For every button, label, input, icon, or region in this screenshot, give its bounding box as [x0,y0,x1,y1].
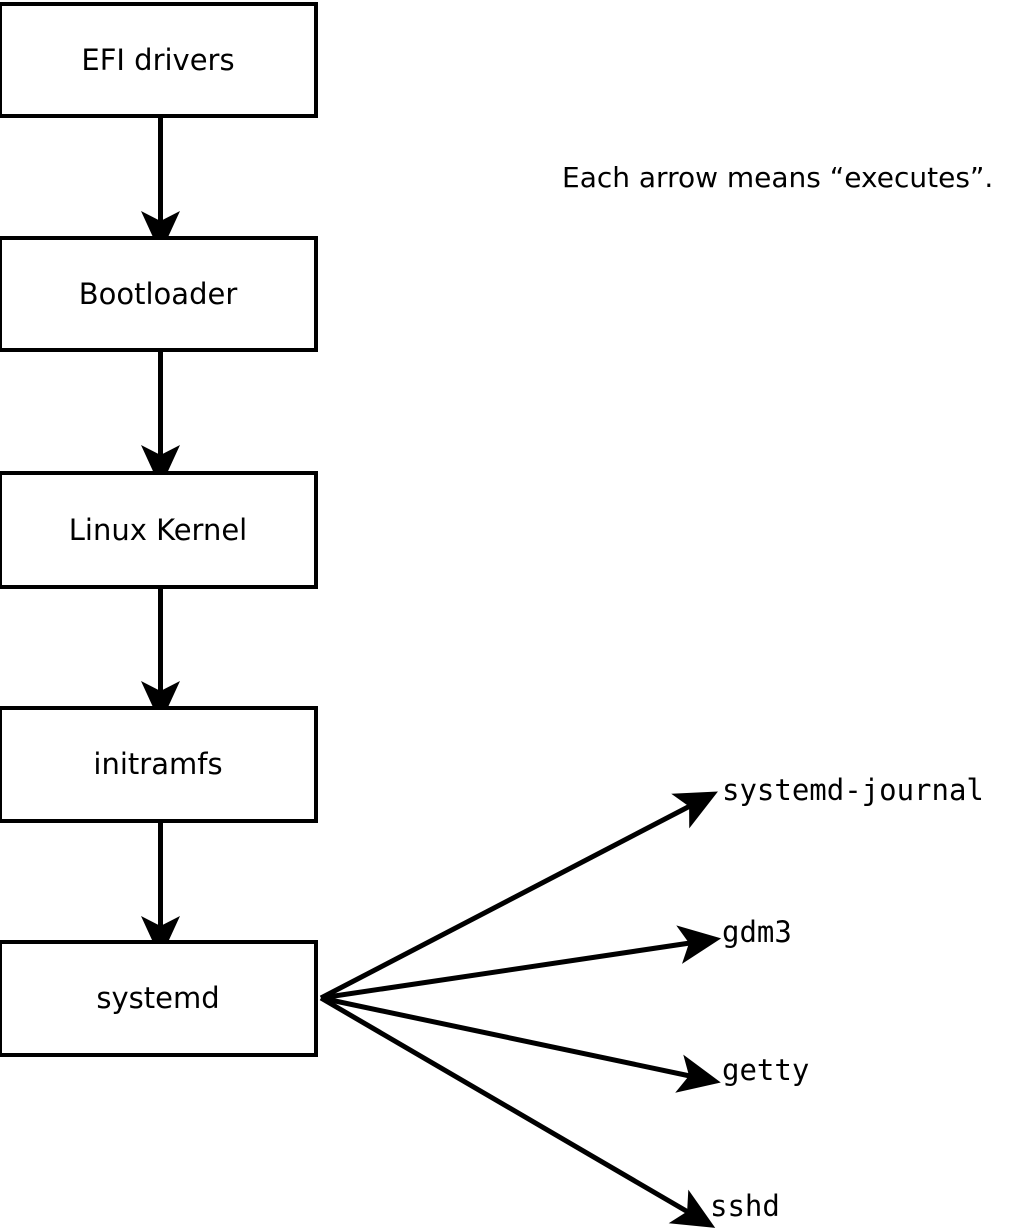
leaf-sshd[interactable]: sshd [710,1189,780,1223]
diagram-caption: Each arrow means “executes”. [562,161,994,194]
leaf-systemd-journal[interactable]: systemd-journal [722,773,984,807]
node-efi-drivers[interactable]: EFI drivers [0,2,318,118]
node-linux-kernel[interactable]: Linux Kernel [0,471,318,589]
arrow-systemd-to-sshd [319,995,716,1228]
node-initramfs[interactable]: initramfs [0,706,318,823]
node-initramfs-label: initramfs [93,747,223,781]
node-systemd[interactable]: systemd [0,940,318,1057]
arrow-systemd-to-getty [320,995,721,1093]
leaf-gdm3[interactable]: gdm3 [722,915,792,949]
node-linux-kernel-label: Linux Kernel [68,512,248,547]
arrow-systemd-to-gdm3 [320,925,722,1001]
arrow-systemd-to-systemd-journal [319,791,718,1001]
node-systemd-label: systemd [96,981,220,1015]
node-bootloader-label: Bootloader [78,276,238,311]
node-efi-drivers-label: EFI drivers [81,42,235,77]
leaf-getty[interactable]: getty [722,1053,810,1087]
node-bootloader[interactable]: Bootloader [0,236,318,352]
